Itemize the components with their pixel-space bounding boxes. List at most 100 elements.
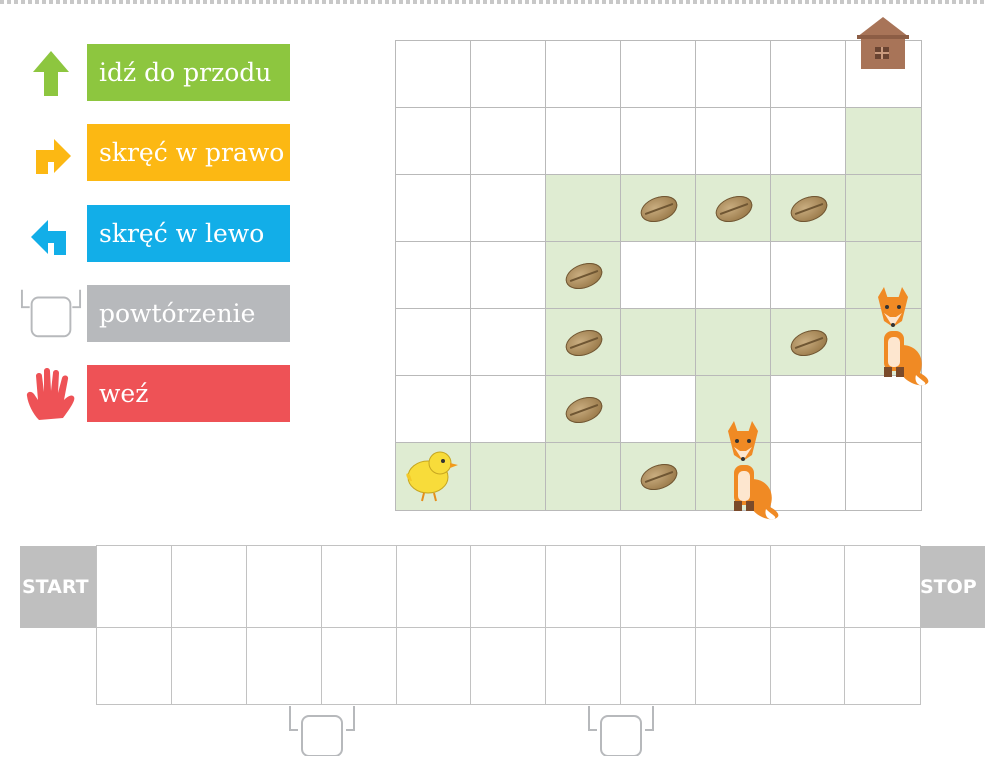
legend-turn-right[interactable]: skręć w prawo — [20, 124, 292, 181]
board-cell — [695, 174, 772, 243]
board-cell — [470, 442, 547, 511]
program-slot[interactable] — [844, 627, 920, 705]
board-cell — [620, 375, 697, 444]
fox-icon — [872, 287, 936, 395]
board-cell — [770, 241, 847, 310]
board-cell — [545, 375, 622, 444]
top-text-fragment — [0, 0, 985, 4]
program-slot[interactable] — [470, 627, 546, 705]
seed-icon — [712, 191, 756, 227]
board-cell — [620, 241, 697, 310]
legend-take[interactable]: weź — [20, 365, 292, 422]
legend-forward-label: idź do przodu — [87, 44, 290, 101]
repeat-bracket-slot-1[interactable] — [288, 704, 356, 760]
seed-icon — [787, 191, 831, 227]
board-cell — [845, 174, 922, 243]
program-slot[interactable] — [396, 627, 472, 705]
board-cell — [545, 174, 622, 243]
legend-turn-left-label: skręć w lewo — [87, 205, 290, 262]
board-cell — [620, 174, 697, 243]
seed-icon — [562, 325, 606, 361]
board-cell — [395, 308, 472, 377]
program-slot[interactable] — [321, 545, 397, 629]
board-cell — [845, 40, 922, 109]
legend-turn-right-label: skręć w prawo — [87, 124, 290, 181]
board-cell — [695, 107, 772, 176]
seed-icon — [787, 325, 831, 361]
program-slot[interactable] — [545, 545, 621, 629]
board-cell — [395, 442, 472, 511]
program-slot[interactable] — [96, 627, 172, 705]
board-cell — [545, 40, 622, 109]
board-cell — [395, 241, 472, 310]
program-slot[interactable] — [695, 627, 771, 705]
board-cell — [470, 174, 547, 243]
program-slot[interactable] — [171, 627, 247, 705]
board-cell — [770, 174, 847, 243]
repeat-bracket-icon — [20, 285, 82, 342]
board-cell — [620, 40, 697, 109]
turn-left-arrow-icon — [20, 205, 82, 262]
program-slots — [97, 546, 920, 704]
program-slot[interactable] — [620, 627, 696, 705]
board-cell — [470, 107, 547, 176]
board-cell — [845, 442, 922, 511]
stop-button[interactable]: STOP — [920, 546, 985, 628]
legend-repeat[interactable]: powtórzenie — [20, 285, 292, 342]
program-slot[interactable] — [545, 627, 621, 705]
program-slot[interactable] — [844, 545, 920, 629]
game-board — [396, 41, 921, 510]
board-cell — [395, 174, 472, 243]
program-slot[interactable] — [96, 545, 172, 629]
program-slot[interactable] — [770, 545, 846, 629]
board-cell — [695, 442, 772, 511]
program-slot[interactable] — [246, 627, 322, 705]
legend-take-label: weź — [87, 365, 290, 422]
board-cell — [395, 107, 472, 176]
legend-turn-left[interactable]: skręć w lewo — [20, 205, 292, 262]
program-slot[interactable] — [620, 545, 696, 629]
board-cell — [695, 241, 772, 310]
board-cell — [545, 442, 622, 511]
board-cell — [470, 40, 547, 109]
program-slot[interactable] — [695, 545, 771, 629]
house-icon — [853, 15, 913, 75]
board-cell — [470, 375, 547, 444]
board-cell — [770, 107, 847, 176]
fox-icon — [722, 421, 786, 529]
seed-icon — [637, 191, 681, 227]
board-cell — [695, 308, 772, 377]
seed-icon — [637, 459, 681, 495]
program-slot[interactable] — [246, 545, 322, 629]
chick-icon — [402, 447, 460, 509]
board-cell — [770, 308, 847, 377]
board-cell — [545, 107, 622, 176]
board-cell — [620, 442, 697, 511]
program-slot[interactable] — [171, 545, 247, 629]
board-cell — [395, 40, 472, 109]
board-cell — [545, 308, 622, 377]
legend-repeat-label: powtórzenie — [87, 285, 290, 342]
start-button[interactable]: START — [20, 546, 97, 628]
program-slot[interactable] — [470, 545, 546, 629]
board-cell — [620, 308, 697, 377]
turn-right-arrow-icon — [20, 124, 82, 181]
board-cell — [470, 241, 547, 310]
board-cell — [695, 40, 772, 109]
hand-icon — [20, 365, 82, 422]
board-cell — [620, 107, 697, 176]
seed-icon — [562, 258, 606, 294]
board-cell — [470, 308, 547, 377]
board-cell — [845, 107, 922, 176]
program-slot[interactable] — [396, 545, 472, 629]
board-cell — [395, 375, 472, 444]
board-cell — [545, 241, 622, 310]
legend-forward[interactable]: idź do przodu — [20, 44, 292, 101]
seed-icon — [562, 392, 606, 428]
board-cell — [845, 308, 922, 377]
program-slot[interactable] — [770, 627, 846, 705]
program-slot[interactable] — [321, 627, 397, 705]
arrow-up-icon — [20, 44, 82, 101]
board-cell — [770, 40, 847, 109]
repeat-bracket-slot-2[interactable] — [587, 704, 655, 760]
